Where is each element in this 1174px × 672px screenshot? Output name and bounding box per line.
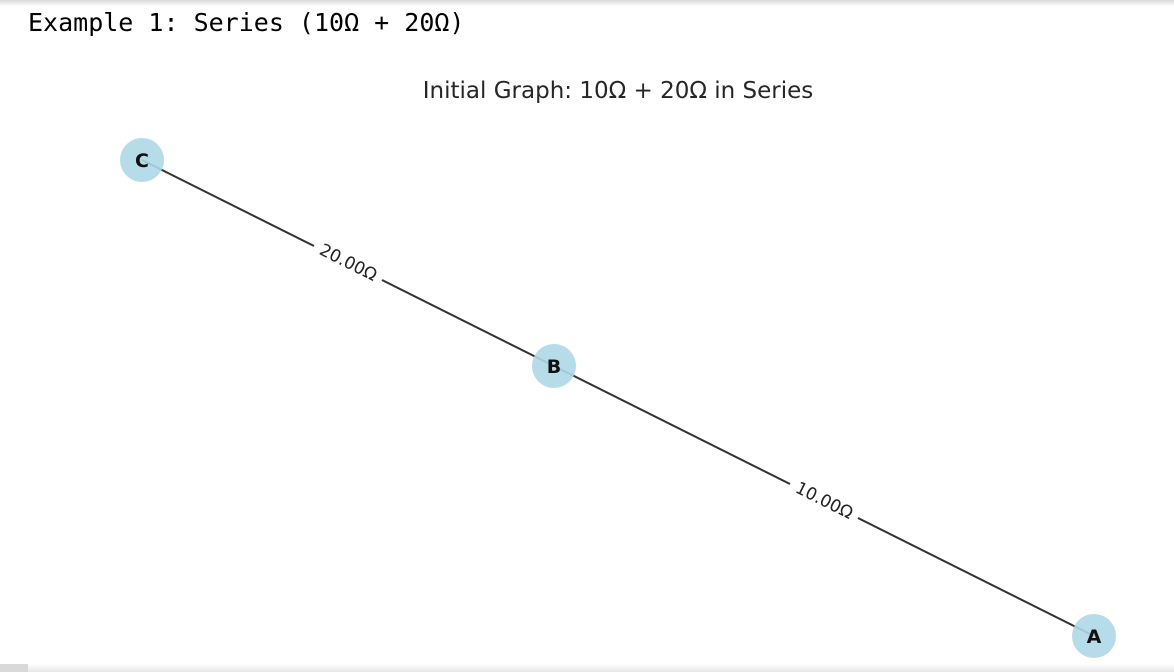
cell-bottom-edge [0,664,1174,672]
edges-layer: 20.00Ω 10.00Ω [141,159,1095,637]
edge-label-group: 20.00Ω [308,235,388,291]
cell-top-shadow [0,0,1174,6]
edge-label-group: 10.00Ω [784,473,864,529]
node-c [120,138,164,182]
scroll-indicator [0,664,28,672]
node-b [532,344,576,388]
output-heading: Example 1: Series (10Ω + 20Ω) [28,8,465,37]
node-label-a: A [1087,626,1102,648]
node-label-b: B [547,356,561,378]
edge-label-background [784,473,864,529]
node-label-c: C [135,150,149,172]
nodes-layer: C B A [120,138,1116,658]
edge-label-background [308,235,388,291]
graph-title: Initial Graph: 10Ω + 20Ω in Series [423,78,813,104]
node-a [1072,614,1116,658]
